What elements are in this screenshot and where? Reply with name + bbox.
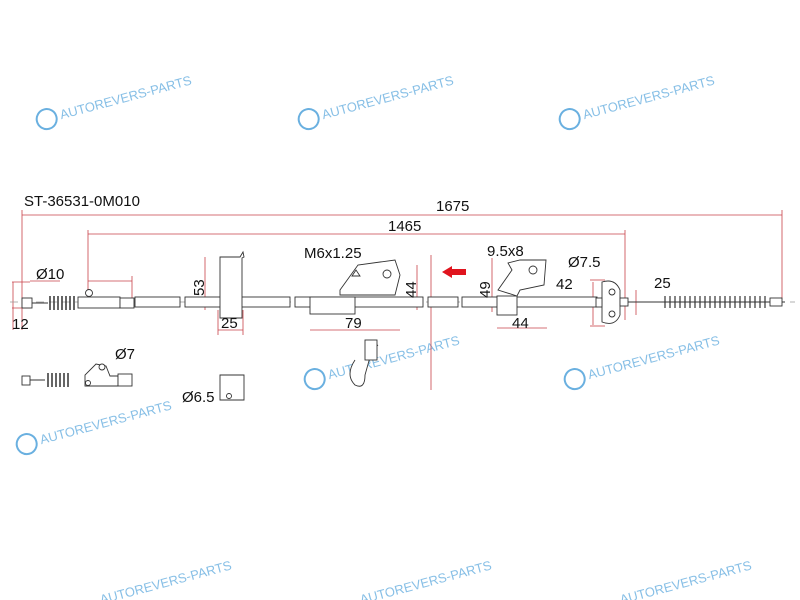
watermark-3: AUTOREVERS-PARTS [558,72,717,131]
watermark-2: AUTOREVERS-PARTS [297,72,456,131]
logo-icon [297,108,320,131]
svg-text:M6x1.25: M6x1.25 [304,245,362,262]
svg-text:Ø6.5: Ø6.5 [182,389,215,406]
svg-text:AUTOREVERS-PARTS: AUTOREVERS-PARTS [38,397,173,447]
direction-arrow-icon [442,266,466,278]
watermark-8: AUTOREVERS-PARTS [358,557,493,600]
watermark-7: AUTOREVERS-PARTS [98,557,233,600]
svg-text:Ø7.5: Ø7.5 [568,254,601,271]
dimension-labels: 1675 1465 Ø10 12 Ø7 53 25 Ø6.5 M6x1.25 4… [12,198,671,406]
svg-text:49: 49 [477,281,494,298]
right-spring [664,296,783,308]
svg-text:AUTOREVERS-PARTS: AUTOREVERS-PARTS [320,72,455,122]
svg-text:1465: 1465 [388,218,421,235]
watermark-9: AUTOREVERS-PARTS [618,557,753,600]
svg-text:42: 42 [556,276,573,293]
logo-icon [35,108,58,131]
watermark-5: AUTOREVERS-PARTS [303,332,462,391]
watermark-6: AUTOREVERS-PARTS [563,332,722,391]
mount-bracket [309,259,401,387]
watermark-4: AUTOREVERS-PARTS [15,397,174,456]
svg-text:9.5x8: 9.5x8 [487,243,524,260]
part-number: ST-36531-0M010 [24,193,140,210]
svg-text:44: 44 [403,281,420,298]
svg-text:AUTOREVERS-PARTS: AUTOREVERS-PARTS [358,557,493,600]
bracket [219,250,245,401]
svg-text:79: 79 [345,315,362,332]
svg-text:25: 25 [654,275,671,292]
svg-text:44: 44 [512,315,529,332]
svg-text:Ø7: Ø7 [115,346,135,363]
left-end-fitting [21,289,135,310]
svg-text:AUTOREVERS-PARTS: AUTOREVERS-PARTS [326,332,461,382]
logo-icon [15,433,38,456]
svg-text:12: 12 [12,316,29,333]
svg-text:25: 25 [221,315,238,332]
svg-text:Ø10: Ø10 [36,266,64,283]
clip-bracket [496,259,547,316]
logo-icon [558,108,581,131]
svg-text:AUTOREVERS-PARTS: AUTOREVERS-PARTS [58,72,193,122]
alt-end-fitting [21,363,133,387]
watermark-group: AUTOREVERS-PARTS AUTOREVERS-PARTS AUTORE… [15,72,754,600]
svg-text:AUTOREVERS-PARTS: AUTOREVERS-PARTS [98,557,233,600]
svg-text:53: 53 [191,279,208,296]
svg-text:AUTOREVERS-PARTS: AUTOREVERS-PARTS [586,332,721,382]
svg-text:AUTOREVERS-PARTS: AUTOREVERS-PARTS [581,72,716,122]
svg-text:AUTOREVERS-PARTS: AUTOREVERS-PARTS [618,557,753,600]
logo-icon [303,368,326,391]
end-flange [595,280,629,324]
logo-icon [563,368,586,391]
svg-text:1675: 1675 [436,198,469,215]
watermark-1: AUTOREVERS-PARTS [35,72,194,131]
